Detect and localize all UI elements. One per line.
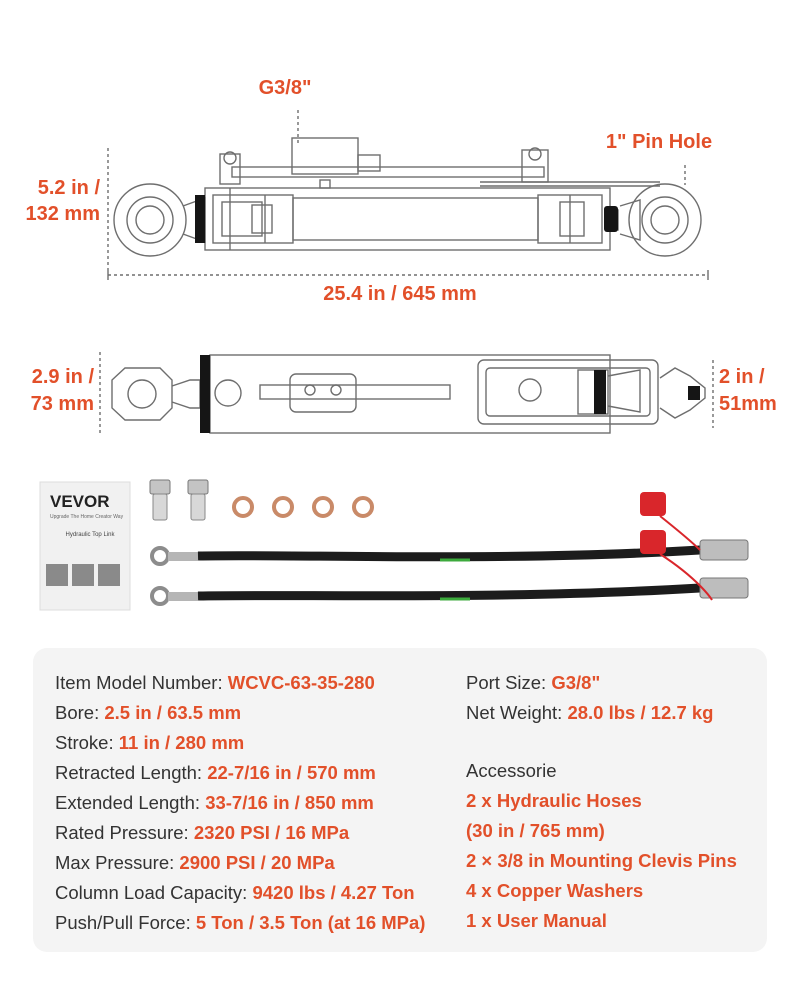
width-inch-label: 2.9 in / [31, 366, 94, 388]
accessory-item: 4 x Copper Washers [466, 880, 644, 901]
accessory-item: (30 in / 765 mm) [466, 820, 605, 841]
spec-panel: Item Model Number: WCVC-63-35-280 Bore: … [33, 648, 767, 952]
accessory-item: 2 x Hydraulic Hoses [466, 790, 642, 811]
spec-row: Port Size: G3/8" [466, 672, 601, 693]
spec-row: Push/Pull Force: 5 Ton / 3.5 Ton (at 16 … [55, 912, 426, 933]
spec-row: Stroke: 11 in / 280 mm [55, 732, 245, 753]
spec-row: Item Model Number: WCVC-63-35-280 [55, 672, 375, 693]
spec-row: Retracted Length: 22-7/16 in / 570 mm [55, 762, 376, 783]
end-width-mm-label: 51mm [719, 393, 777, 415]
pin-hole-label: 1" Pin Hole [605, 131, 713, 153]
manual-tagline: Upgrade The Home Creator Way [50, 514, 124, 520]
accessories-photo: VEVOR Upgrade The Home Creator Way Hydra… [0, 470, 800, 640]
accessory-item: 2 × 3/8 in Mounting Clevis Pins [466, 850, 737, 871]
spec-row: Bore: 2.5 in / 63.5 mm [55, 702, 242, 723]
height-mm-label: 132 mm [25, 203, 101, 225]
height-inch-label: 5.2 in / [37, 177, 100, 199]
spec-list-right: Port Size: G3/8" Net Weight: 28.0 lbs / … [466, 668, 737, 936]
end-width-inch-label: 2 in / [719, 366, 765, 388]
length-label: 25.4 in / 645 mm [323, 283, 477, 305]
accessories-heading: Accessorie [466, 760, 557, 781]
spec-row: Rated Pressure: 2320 PSI / 16 MPa [55, 822, 350, 843]
spec-row: Max Pressure: 2900 PSI / 20 MPa [55, 852, 335, 873]
spec-row: Net Weight: 28.0 lbs / 12.7 kg [466, 702, 714, 723]
accessory-item: 1 x User Manual [466, 910, 607, 931]
spec-row: Column Load Capacity: 9420 lbs / 4.27 To… [55, 882, 415, 903]
width-mm-label: 73 mm [30, 393, 94, 415]
spec-row: Extended Length: 33-7/16 in / 850 mm [55, 792, 374, 813]
cylinder-side-view-drawing [99, 352, 714, 435]
manual-title: Hydraulic Top Link [65, 532, 115, 538]
manual-brand: VEVOR [50, 492, 110, 511]
cylinder-top-view-drawing [107, 110, 709, 280]
spec-list-left: Item Model Number: WCVC-63-35-280 Bore: … [55, 668, 425, 938]
port-size-label: G3/8" [258, 77, 312, 99]
